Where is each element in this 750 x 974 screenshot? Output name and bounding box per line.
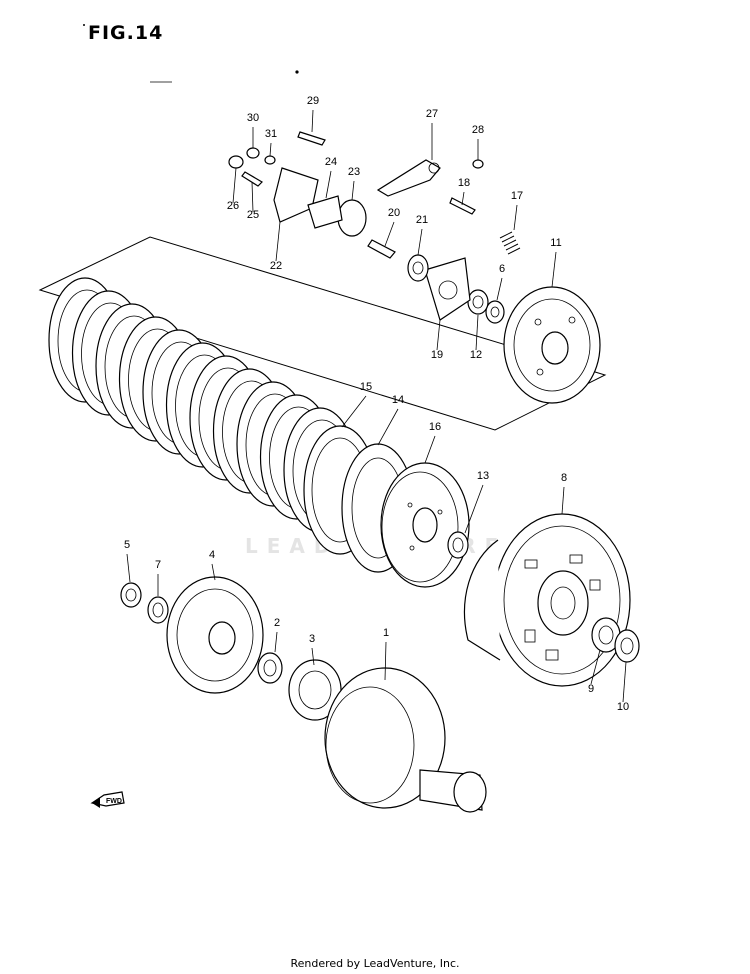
part-30-nut — [246, 147, 260, 159]
leader-line-19 — [436, 319, 441, 351]
part-1-primary-drum — [324, 667, 487, 813]
callout-21: 21 — [416, 214, 428, 226]
callout-labels: 1234567891011121314151617181920212223242… — [124, 95, 629, 713]
callout-11: 11 — [550, 237, 561, 249]
callout-26: 26 — [227, 200, 239, 212]
leader-line-12 — [475, 314, 479, 351]
part-16-pressure-plate — [380, 462, 470, 588]
leader-line-4 — [211, 563, 216, 581]
footer-credit: Rendered by LeadVenture, Inc. — [290, 957, 460, 970]
leader-line-29 — [311, 109, 314, 133]
part-22-bracket — [273, 167, 319, 223]
part-12-nut — [467, 289, 489, 315]
callout-6: 6 — [499, 263, 505, 275]
part-5-nut — [120, 582, 142, 608]
leader-line-31 — [269, 142, 272, 157]
callout-31: 31 — [265, 128, 277, 140]
part-11-clutch-hub — [503, 286, 601, 404]
part-21-bearing — [407, 254, 429, 282]
part-31-washer — [264, 155, 276, 165]
part-4-shoe-assembly — [166, 576, 264, 694]
part-19-lifter-plate — [424, 257, 471, 321]
leader-line-15 — [341, 395, 367, 428]
leader-line-8 — [561, 486, 565, 515]
leader-line-26 — [232, 167, 237, 204]
leader-line-5 — [126, 553, 131, 583]
callout-5: 5 — [124, 539, 130, 551]
callout-18: 18 — [458, 177, 470, 189]
leader-line-25 — [251, 181, 254, 213]
callout-28: 28 — [472, 124, 484, 136]
callout-4: 4 — [209, 549, 215, 561]
leader-line-13 — [464, 484, 484, 534]
part-24-plate — [307, 195, 343, 229]
callout-10: 10 — [617, 701, 629, 713]
callout-15: 15 — [360, 381, 372, 393]
callout-27: 27 — [426, 108, 438, 120]
leader-line-23 — [351, 180, 355, 201]
callout-1: 1 — [383, 627, 389, 639]
leader-line-2 — [274, 631, 278, 653]
callout-20: 20 — [388, 207, 400, 219]
part-8-clutch-housing — [464, 513, 631, 687]
callout-12: 12 — [470, 349, 482, 361]
callout-7: 7 — [155, 559, 161, 571]
leader-line-6 — [496, 277, 503, 301]
part-20-pin — [367, 239, 396, 259]
part-26-nut — [228, 155, 244, 169]
leader-line-3 — [311, 647, 315, 666]
callout-22: 22 — [270, 260, 282, 272]
part-9-bushing — [591, 617, 621, 653]
leader-line-18 — [461, 191, 465, 206]
callout-29: 29 — [307, 95, 319, 107]
leader-line-21 — [417, 228, 423, 256]
callout-2: 2 — [274, 617, 280, 629]
fwd-label: FWD — [106, 798, 122, 805]
leader-lines — [126, 109, 627, 703]
callout-14: 14 — [392, 394, 404, 406]
callout-30: 30 — [247, 112, 259, 124]
plate-group-outline — [38, 236, 607, 431]
part-18-bolt — [449, 197, 476, 215]
callout-23: 23 — [348, 166, 360, 178]
callout-9: 9 — [588, 683, 594, 695]
leader-line-9 — [590, 649, 601, 685]
clutch-plate-stack — [48, 277, 357, 533]
figure-title: FIG.14 — [88, 22, 164, 44]
leader-line-22 — [275, 221, 281, 262]
callout-13: 13 — [477, 470, 489, 482]
part-2-sleeve — [257, 652, 283, 684]
part-28-screw — [472, 159, 484, 169]
part-29-bolt — [297, 131, 326, 146]
leader-line-16 — [424, 435, 436, 464]
part-27-release-lever — [376, 159, 441, 197]
leader-line-1 — [384, 641, 387, 681]
callout-8: 8 — [561, 472, 567, 484]
part-17-spring — [499, 231, 521, 255]
fwd-arrow-badge: FWD — [90, 791, 125, 808]
part-13-washer — [447, 531, 469, 559]
leader-line-14 — [377, 408, 399, 446]
part-25-stud — [241, 171, 263, 187]
callout-25: 25 — [247, 209, 259, 221]
leader-line-24 — [325, 170, 332, 199]
callout-17: 17 — [511, 190, 523, 202]
part-6-washer — [485, 300, 505, 324]
callout-3: 3 — [309, 633, 315, 645]
leader-line-11 — [551, 251, 557, 288]
callout-16: 16 — [429, 421, 441, 433]
callout-19: 19 — [431, 349, 443, 361]
leader-line-17 — [513, 204, 518, 231]
callout-24: 24 — [325, 156, 337, 168]
part-7-washer — [147, 596, 169, 624]
part-10-washer — [614, 629, 640, 663]
leader-line-10 — [622, 661, 627, 703]
leader-line-20 — [384, 221, 395, 247]
